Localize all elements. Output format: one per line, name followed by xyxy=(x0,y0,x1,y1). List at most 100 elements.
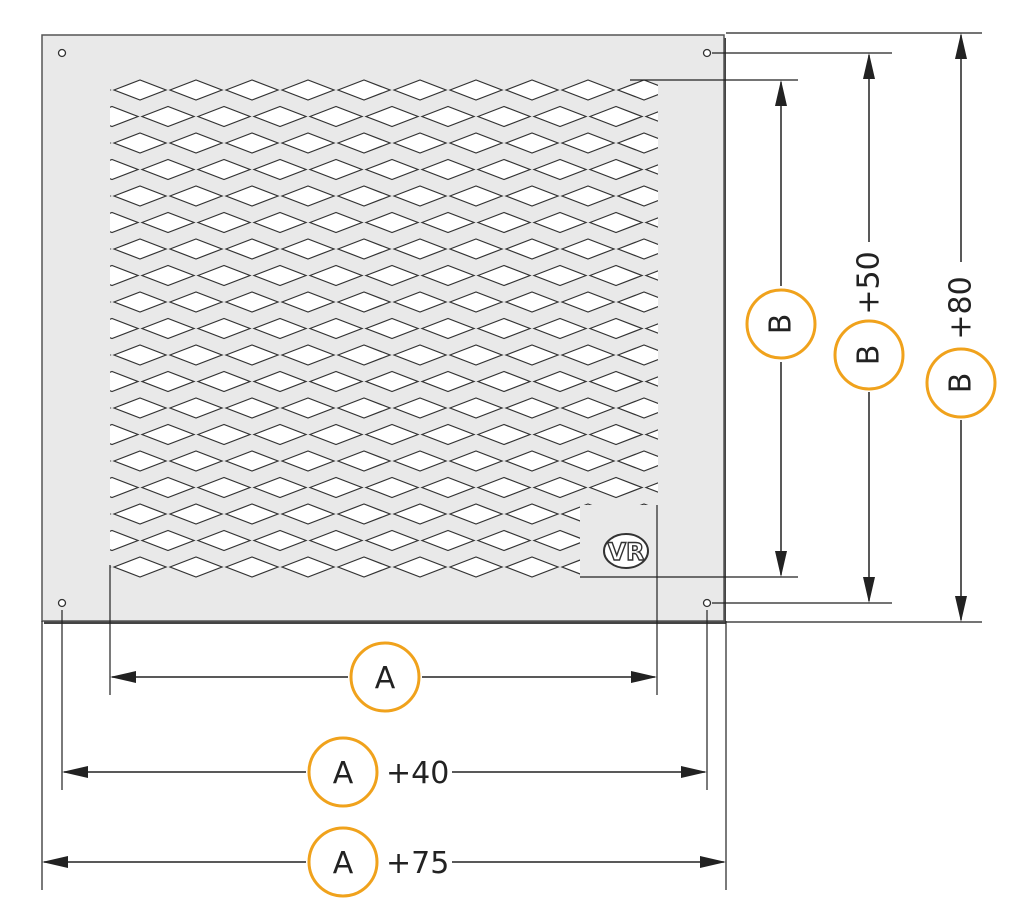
mesh-cell xyxy=(532,211,588,234)
mesh-cell xyxy=(140,264,196,287)
mesh-cell xyxy=(140,105,196,128)
badge-a-mid-label: A xyxy=(333,756,354,791)
mesh-cell xyxy=(588,317,644,340)
mesh-cell xyxy=(224,344,280,366)
mesh-cell xyxy=(504,556,560,578)
mesh-cell xyxy=(224,503,280,525)
mesh-cell xyxy=(616,238,658,260)
mesh-cell xyxy=(112,397,168,419)
mesh-cell xyxy=(112,79,168,101)
vr-logo-icon: VR xyxy=(603,533,649,569)
badge-a-outer-label: A xyxy=(333,846,354,881)
mesh-cell xyxy=(448,344,504,366)
mesh-cell xyxy=(364,529,420,552)
mesh-cell xyxy=(448,503,504,525)
mesh-cell xyxy=(252,264,308,287)
mesh-cell xyxy=(252,370,308,393)
mesh-cell xyxy=(112,450,168,472)
badge-b-mid xyxy=(833,319,905,391)
mesh-cell xyxy=(476,370,532,393)
mesh-cell xyxy=(448,185,504,207)
mesh-cell xyxy=(280,185,336,207)
mesh-cell xyxy=(168,397,224,419)
dimension-width-inner: A xyxy=(110,641,657,713)
mesh-cell xyxy=(448,397,504,419)
mesh-cell xyxy=(224,397,280,419)
mesh-cell xyxy=(420,158,476,181)
mesh-cell xyxy=(336,450,392,472)
mesh-cell xyxy=(420,317,476,340)
mesh-cell xyxy=(308,423,364,446)
mesh-cell xyxy=(196,158,252,181)
mesh-cell xyxy=(560,185,616,207)
mesh-cell xyxy=(420,211,476,234)
mesh-cell xyxy=(364,476,420,499)
mesh-cell xyxy=(280,344,336,366)
mesh-cell xyxy=(448,79,504,101)
mesh-cell xyxy=(140,423,196,446)
dimension-height-outer: B +80 xyxy=(925,33,997,622)
offset-b-outer-label: +80 xyxy=(944,276,979,339)
mesh-cell xyxy=(280,503,336,525)
mesh-cell xyxy=(308,476,364,499)
mesh-cell xyxy=(196,529,252,552)
mesh-cell xyxy=(336,132,392,154)
mesh-cell xyxy=(168,238,224,260)
mesh-cell xyxy=(140,211,196,234)
mesh-cell xyxy=(616,291,658,313)
mesh-cell xyxy=(168,185,224,207)
mesh-cell xyxy=(140,529,196,552)
mesh-cell xyxy=(252,476,308,499)
mount-hole-bottom-left xyxy=(57,598,67,608)
mesh-cell xyxy=(560,238,616,260)
mesh-cell xyxy=(168,79,224,101)
mesh-cell xyxy=(448,132,504,154)
mesh-cell xyxy=(252,529,308,552)
mesh-cell xyxy=(364,370,420,393)
mesh-cell xyxy=(252,211,308,234)
badge-a-outer xyxy=(307,826,379,898)
mesh-cell xyxy=(420,264,476,287)
mesh-cell xyxy=(448,291,504,313)
mesh-cell xyxy=(168,450,224,472)
mesh-cell xyxy=(196,370,252,393)
mesh-cell xyxy=(110,476,140,499)
badge-b-outer xyxy=(925,347,997,419)
badge-a-inner-label: A xyxy=(375,661,396,696)
badge-b-outer-label: B xyxy=(944,373,979,394)
perforated-mesh xyxy=(110,79,658,578)
mesh-cell xyxy=(532,476,588,499)
mesh-cell xyxy=(308,370,364,393)
mesh-cell xyxy=(560,291,616,313)
mesh-cell xyxy=(392,291,448,313)
mesh-cell xyxy=(476,158,532,181)
mesh-cell xyxy=(616,132,658,154)
badge-a-inner xyxy=(349,641,421,713)
mesh-cell xyxy=(252,423,308,446)
mesh-cell xyxy=(504,450,560,472)
mesh-cell xyxy=(112,503,168,525)
mesh-cell xyxy=(308,158,364,181)
extension-lines xyxy=(41,32,982,890)
mesh-cell xyxy=(532,264,588,287)
mesh-cell xyxy=(532,158,588,181)
mesh-cell xyxy=(140,370,196,393)
mesh-cell xyxy=(110,370,140,393)
mesh-cell xyxy=(280,238,336,260)
mesh-cell xyxy=(448,556,504,578)
mesh-cell xyxy=(308,264,364,287)
mesh-cell xyxy=(476,476,532,499)
mesh-cell xyxy=(420,476,476,499)
logo-label: VR xyxy=(607,538,644,566)
mesh-cell xyxy=(532,317,588,340)
mesh-cell xyxy=(110,105,140,128)
mesh-cell xyxy=(110,158,140,181)
mesh-cell xyxy=(392,450,448,472)
mesh-cell xyxy=(168,344,224,366)
mesh-cell xyxy=(280,132,336,154)
mesh-cell xyxy=(420,370,476,393)
mesh-cell xyxy=(532,423,588,446)
mesh-cell xyxy=(476,317,532,340)
offset-b-mid-label: +50 xyxy=(852,251,887,314)
